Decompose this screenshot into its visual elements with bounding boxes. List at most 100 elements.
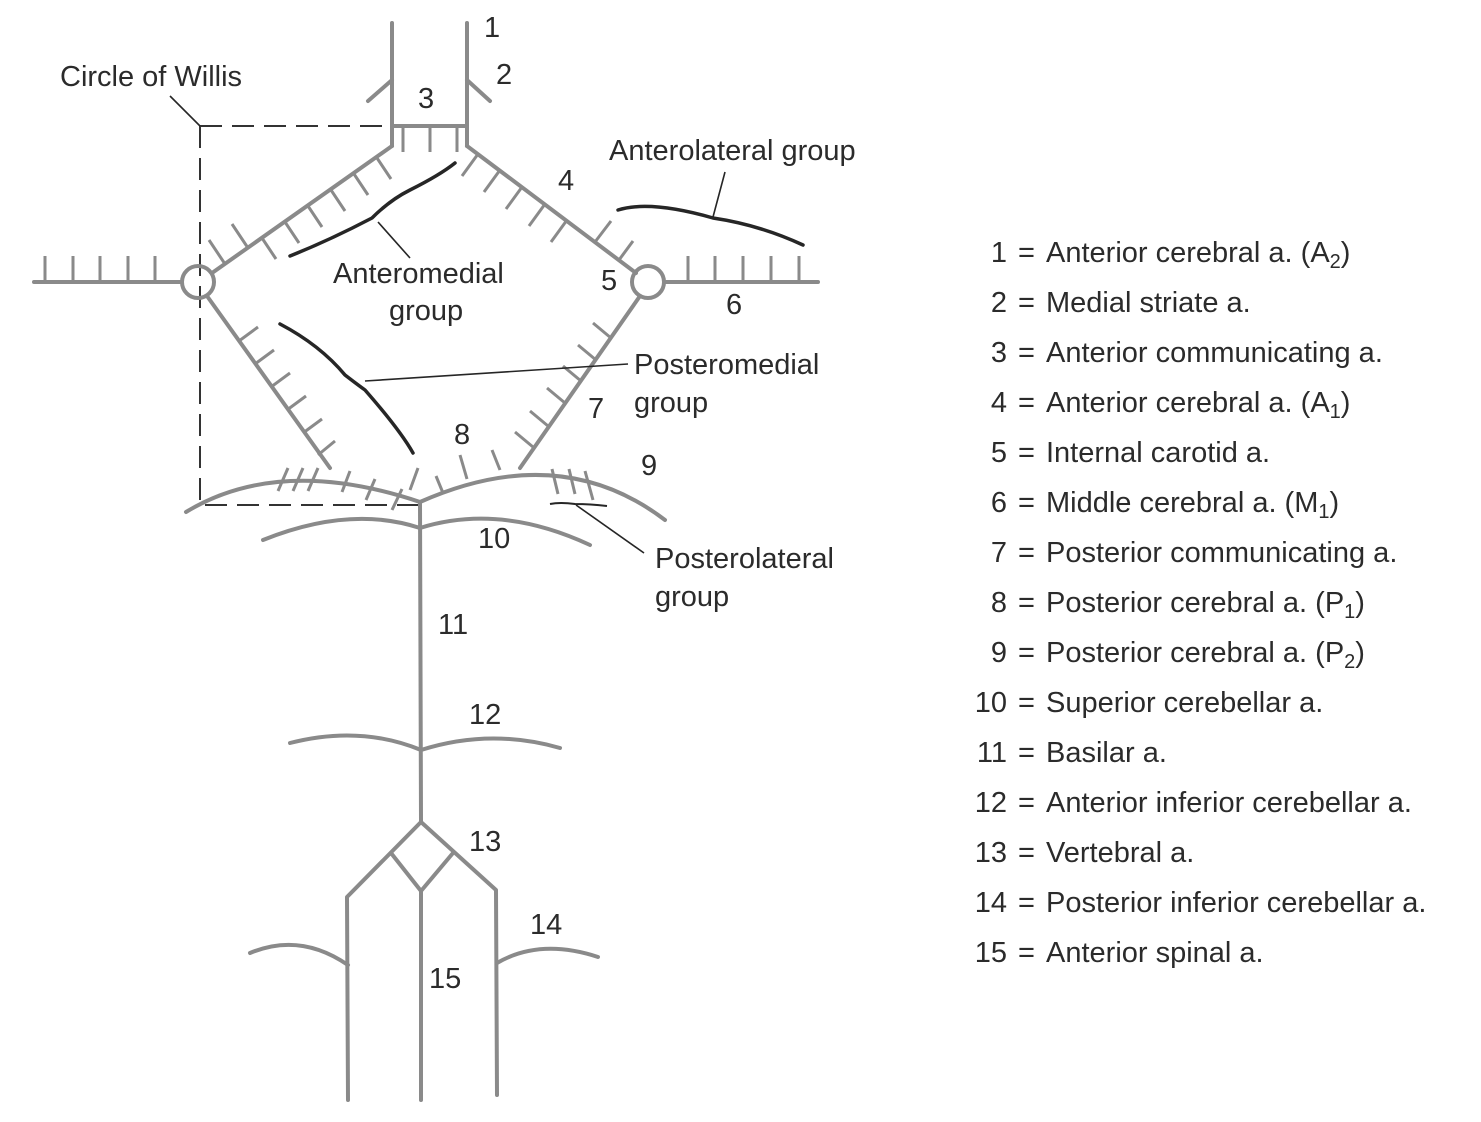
legend-item-text: Anterior spinal a. — [1046, 937, 1264, 969]
legend-item-subscript: 1 — [1344, 601, 1356, 623]
number-label-11: 11 — [438, 609, 468, 641]
posteromedial-group-label: Posteromedial — [634, 349, 819, 381]
number-label-15: 15 — [429, 963, 461, 995]
anteromedial-leader — [377, 221, 411, 259]
legend-item-equals: = — [1018, 687, 1035, 719]
legend-item: 1=Anterior cerebral a. (A2) — [965, 228, 1426, 278]
pcom-right-perforators — [514, 321, 612, 449]
legend-item-equals: = — [1018, 537, 1035, 569]
legend-item-number: 12 — [974, 787, 1007, 819]
legend-item-equals: = — [1018, 937, 1035, 969]
vessel-anterior-cerebral-a1-right — [465, 144, 638, 275]
posteromedial-group-label-2: group — [634, 387, 708, 419]
legend-item-text: Internal carotid a. — [1046, 437, 1271, 469]
vessel-anterior-inferior-cerebellar — [288, 733, 562, 752]
vessel-posterior-communicating-left — [205, 294, 332, 470]
legend-item-number: 15 — [974, 937, 1007, 969]
posterolateral-brace — [549, 502, 608, 507]
legend-item-name: Superior cerebellar a. — [1046, 678, 1323, 728]
legend-item-number: 14 — [974, 887, 1007, 919]
legend-item-equals: = — [1018, 387, 1035, 419]
legend-item-name: Middle cerebral a. (M1) — [1046, 478, 1339, 528]
circle-of-willis-leader — [169, 95, 201, 127]
legend-item-equals: = — [1018, 587, 1035, 619]
legend-item-subscript: 1 — [1329, 401, 1341, 423]
legend-item-text: Vertebral a. — [1046, 837, 1195, 869]
number-label-4: 4 — [558, 165, 574, 197]
mca-right-perforators — [686, 256, 801, 282]
legend-item-subscript: 1 — [1318, 501, 1330, 523]
pcom-left-perforators — [238, 325, 336, 457]
legend-item-text: Posterior inferior cerebellar a. — [1046, 887, 1427, 919]
legend-item-text: Anterior cerebral a. (A — [1046, 387, 1330, 419]
legend-item-number: 6 — [990, 487, 1007, 519]
legend-item-name: Anterior cerebral a. (A2) — [1046, 228, 1350, 278]
number-label-5: 5 — [601, 265, 617, 297]
legend-item: 6 = Middle cerebral a. (M1) — [965, 478, 1426, 528]
legend-item: 11 = Basilar a. — [965, 728, 1426, 778]
legend-item: 5 = Internal carotid a. — [965, 428, 1426, 478]
number-label-1: 1 — [484, 12, 500, 44]
vessel-basilar — [418, 500, 423, 824]
vessel-vertebral-right — [419, 820, 499, 1097]
vessel-medial-striate-right — [465, 78, 492, 103]
legend-item-number: 11 — [976, 737, 1007, 769]
legend-item-text: Middle cerebral a. (M — [1046, 487, 1319, 519]
legend-item-equals: = — [1018, 637, 1035, 669]
internal-carotid-right — [630, 264, 666, 300]
anteromedial-group-label-2: group — [389, 295, 463, 327]
legend-item-equals: = — [1018, 737, 1035, 769]
legend-item: 4=Anterior cerebral a. (A1) — [965, 378, 1426, 428]
legend-item-equals: = — [1018, 487, 1035, 519]
legend-item-subscript: 2 — [1329, 251, 1341, 273]
legend-item-equals: = — [1018, 787, 1035, 819]
legend-item-name: Internal carotid a. — [1046, 428, 1270, 478]
legend-item-number: 3 — [990, 337, 1007, 369]
legend-item-number: 9 — [990, 637, 1007, 669]
legend-item-number: 2 — [990, 287, 1007, 319]
anterolateral-brace — [616, 204, 805, 247]
legend-item: 15 = Anterior spinal a. — [965, 928, 1426, 978]
vessel-posterior-cerebral-right — [418, 473, 667, 522]
legend-item-number: 7 — [990, 537, 1007, 569]
legend-item-text: Anterior communicating a. — [1046, 337, 1383, 369]
legend-item-tail: ) — [1340, 387, 1351, 419]
number-label-2: 2 — [496, 59, 512, 91]
legend-item-equals: = — [1018, 437, 1035, 469]
anterolateral-group-label: Anterolateral group — [609, 135, 856, 167]
legend-item: 3=Anterior communicating a. — [965, 328, 1426, 378]
number-label-9: 9 — [641, 450, 657, 482]
legend-item-text: Anterior cerebral a. (A — [1046, 237, 1330, 269]
legend-item: 7 = Posterior communicating a. — [965, 528, 1426, 578]
legend-item-name: Anterior communicating a. — [1046, 328, 1383, 378]
legend-item-number: 10 — [974, 687, 1007, 719]
legend-item-text: Posterior communicating a. — [1046, 537, 1398, 569]
legend-item-number: 1 — [990, 237, 1007, 269]
legend-item-name: Posterior cerebral a. (P1) — [1046, 578, 1365, 628]
legend-item-tail: ) — [1329, 487, 1340, 519]
posterolateral-perforators-left — [276, 467, 320, 492]
legend-item: 12=Anterior inferior cerebellar a. — [965, 778, 1426, 828]
number-label-12: 12 — [469, 699, 501, 731]
circle-of-willis-diagram: Circle of Willis Anterolateral group Ant… — [32, 12, 856, 1102]
legend-item-name: Posterior communicating a. — [1046, 528, 1397, 578]
legend-item-text: Medial striate a. — [1046, 287, 1251, 319]
legend-item-name: Posterior inferior cerebellar a. — [1046, 878, 1426, 928]
legend-item-text: Basilar a. — [1046, 737, 1167, 769]
legend-item-subscript: 2 — [1344, 651, 1356, 673]
legend-item-text: Posterior cerebral a. (P — [1046, 587, 1345, 619]
vessel-anterior-cerebral-a1-left — [210, 144, 394, 275]
legend-item-number: 5 — [990, 437, 1007, 469]
posterolateral-group-label-2: group — [655, 581, 729, 613]
legend-item: 9=Posterior cerebral a. (P2) — [965, 628, 1426, 678]
circle-of-willis-boundary — [199, 125, 418, 506]
number-label-3: 3 — [418, 83, 434, 115]
legend-item: 14=Posterior inferior cerebellar a. — [965, 878, 1427, 928]
a1-right-perforators — [460, 153, 635, 261]
legend-item-tail: ) — [1340, 237, 1351, 269]
number-label-6: 6 — [726, 289, 742, 321]
vessel-medial-striate-left — [366, 78, 394, 103]
legend-item-number: 13 — [974, 837, 1007, 869]
legend-item: 10 = Superior cerebellar a. — [965, 678, 1426, 728]
legend-item-text: Superior cerebellar a. — [1046, 687, 1324, 719]
